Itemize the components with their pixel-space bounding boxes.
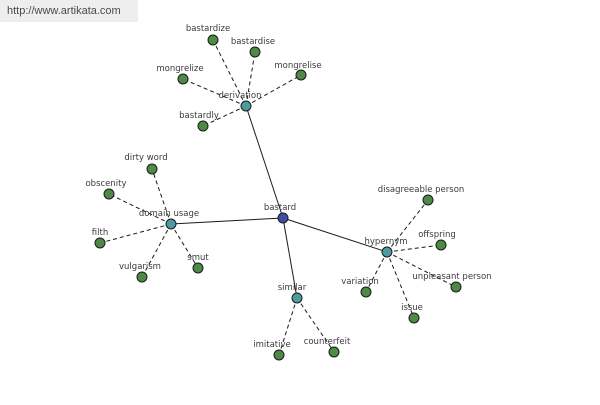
term-dirty-word-node[interactable]	[146, 163, 158, 175]
term-vulgarism-label[interactable]: vulgarism	[119, 262, 161, 272]
term-issue-node[interactable]	[408, 312, 420, 324]
term-disagreeable-person-node[interactable]	[422, 194, 434, 206]
term-bastardise-label[interactable]: bastardise	[231, 37, 275, 47]
term-mongrelize-node[interactable]	[177, 73, 189, 85]
edge-domain-usage-smut	[170, 223, 199, 269]
term-variation-label[interactable]: variation	[341, 277, 379, 287]
term-smut-label[interactable]: smut	[187, 253, 209, 263]
edge-hypernym-unpleasant-person	[386, 251, 457, 288]
category-hypernym-label[interactable]: hypernym	[364, 237, 407, 247]
term-offspring-label[interactable]: offspring	[418, 230, 456, 240]
category-domain-usage-node[interactable]	[165, 218, 177, 230]
edge-derivation-bastardly	[202, 105, 247, 127]
category-similar-node[interactable]	[291, 292, 303, 304]
edge-root-hypernym	[282, 217, 388, 253]
edge-derivation-mongrelise	[245, 74, 302, 107]
term-obscenity-node[interactable]	[103, 188, 115, 200]
edge-hypernym-variation	[365, 251, 388, 293]
edge-similar-imitative	[278, 297, 298, 356]
term-filth-node[interactable]	[94, 237, 106, 249]
root-bastard-label[interactable]: bastard	[264, 203, 296, 213]
term-imitative-node[interactable]	[273, 349, 285, 361]
edges-layer	[99, 39, 457, 356]
edge-root-domain-usage	[170, 217, 284, 225]
term-variation-node[interactable]	[360, 286, 372, 298]
term-bastardly-node[interactable]	[197, 120, 209, 132]
term-unpleasant-person-node[interactable]	[450, 281, 462, 293]
edge-root-derivation	[245, 105, 284, 219]
term-bastardize-label[interactable]: bastardize	[186, 24, 230, 34]
term-unpleasant-person-label[interactable]: unpleasant person	[412, 272, 491, 282]
term-mongrelize-label[interactable]: mongrelize	[156, 64, 203, 74]
term-issue-label[interactable]: issue	[401, 303, 423, 313]
category-domain-usage-label[interactable]: domain usage	[139, 209, 199, 219]
edge-domain-usage-filth	[99, 223, 172, 244]
term-bastardly-label[interactable]: bastardly	[179, 111, 219, 121]
category-derivation-label[interactable]: derivation	[218, 91, 261, 101]
edge-derivation-bastardize	[212, 39, 247, 107]
term-vulgarism-node[interactable]	[136, 271, 148, 283]
term-imitative-label[interactable]: imitative	[253, 340, 291, 350]
edge-domain-usage-dirty-word	[151, 168, 172, 225]
edge-derivation-bastardise	[245, 51, 256, 107]
term-smut-node[interactable]	[192, 262, 204, 274]
term-filth-label[interactable]: filth	[92, 228, 108, 238]
category-derivation-node[interactable]	[240, 100, 252, 112]
term-dirty-word-label[interactable]: dirty word	[124, 153, 167, 163]
term-bastardise-node[interactable]	[249, 46, 261, 58]
term-mongrelise-node[interactable]	[295, 69, 307, 81]
edge-similar-counterfeit	[296, 297, 335, 353]
term-offspring-node[interactable]	[435, 239, 447, 251]
edge-hypernym-issue	[386, 251, 415, 319]
term-counterfeit-node[interactable]	[328, 346, 340, 358]
term-obscenity-label[interactable]: obscenity	[85, 179, 126, 189]
edge-hypernym-offspring	[386, 244, 442, 253]
edge-domain-usage-vulgarism	[141, 223, 172, 278]
edge-derivation-mongrelize	[182, 78, 247, 107]
term-mongrelise-label[interactable]: mongrelise	[274, 61, 321, 71]
edge-domain-usage-obscenity	[108, 193, 172, 225]
term-bastardize-node[interactable]	[207, 34, 219, 46]
category-similar-label[interactable]: similar	[278, 283, 307, 293]
category-hypernym-node[interactable]	[381, 246, 393, 258]
edge-root-similar	[282, 217, 298, 299]
nodes-layer	[94, 34, 462, 361]
term-disagreeable-person-label[interactable]: disagreeable person	[378, 185, 465, 195]
root-bastard-node[interactable]	[277, 212, 289, 224]
term-counterfeit-label[interactable]: counterfeit	[304, 337, 351, 347]
source-url-banner[interactable]: http://www.artikata.com	[0, 0, 138, 22]
